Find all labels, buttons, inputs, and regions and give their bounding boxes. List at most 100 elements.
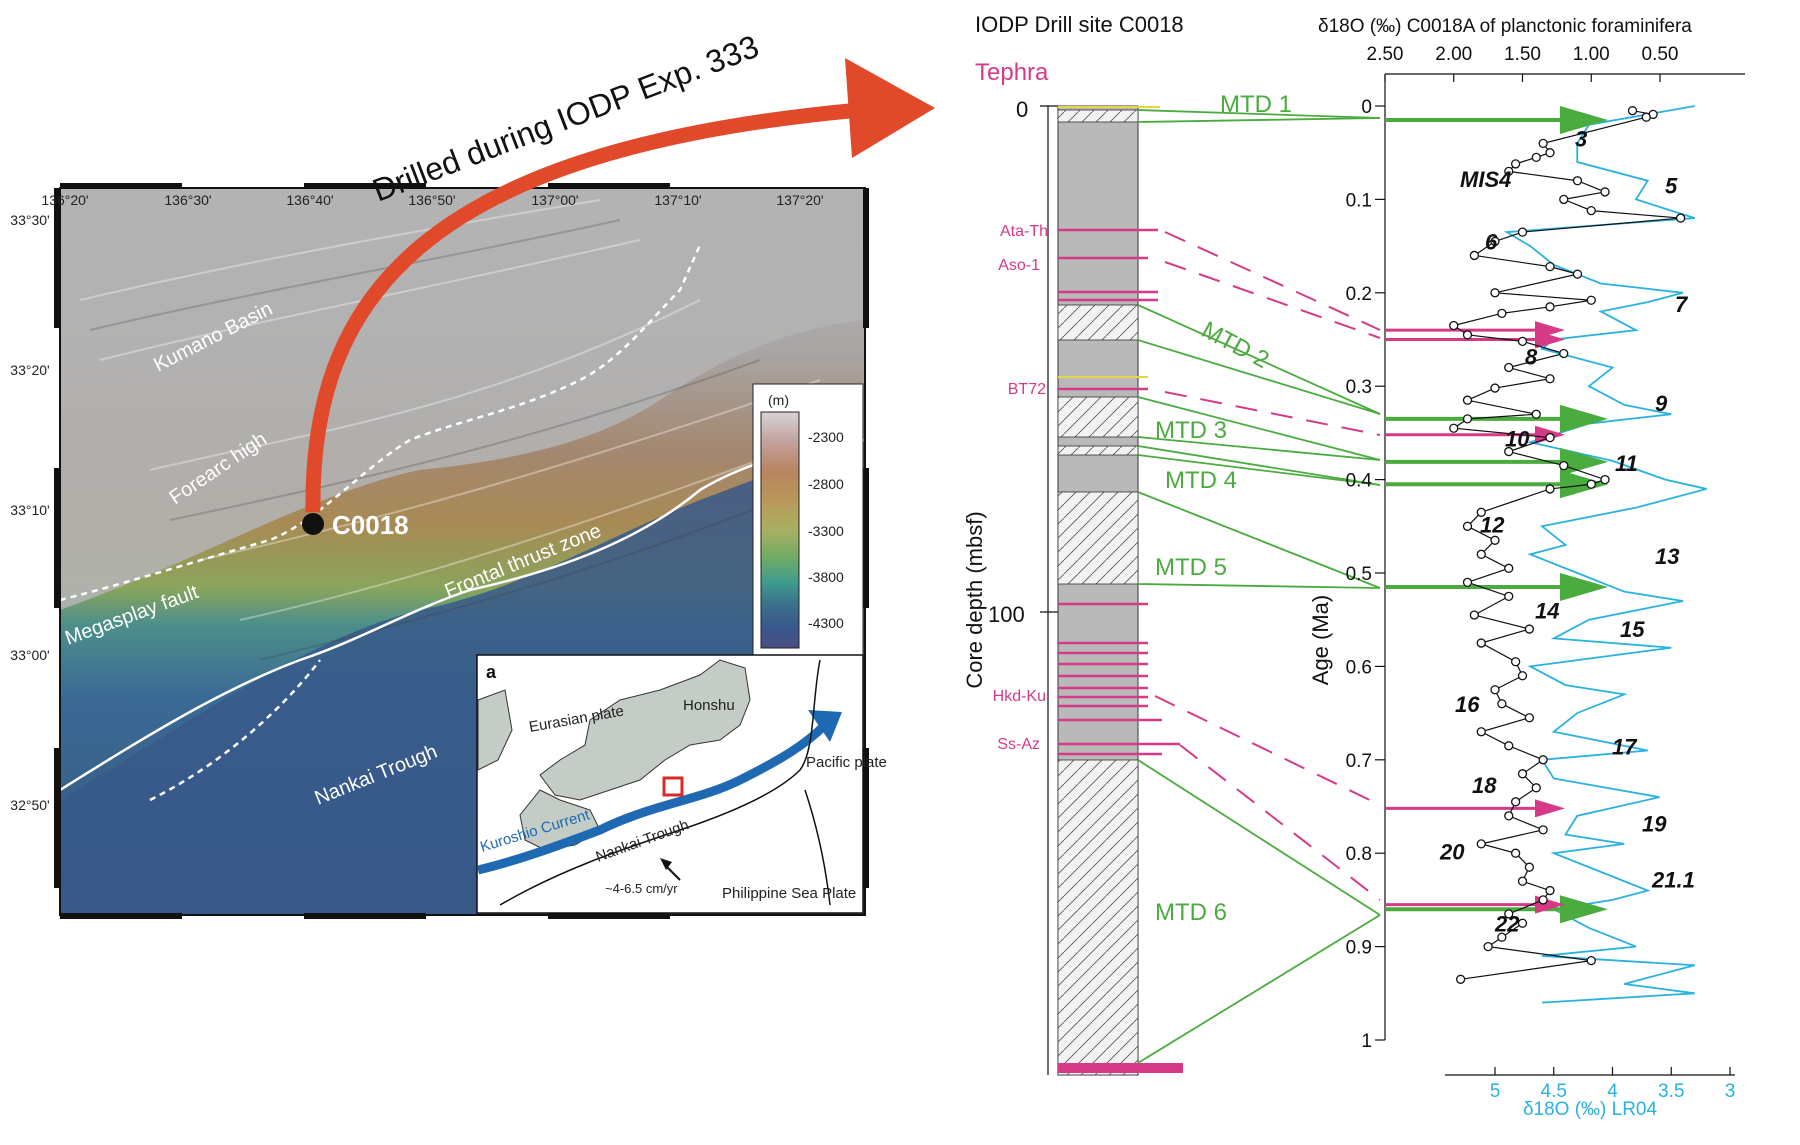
- mis-label: 15: [1620, 617, 1645, 642]
- tephra-layers: [1058, 228, 1180, 756]
- c0018a-point: [1517, 227, 1528, 237]
- mis-label: 8: [1525, 344, 1538, 369]
- c0018a-point: [1449, 320, 1459, 331]
- age-tick-label: 0.6: [1346, 657, 1372, 678]
- c0018a-point: [1476, 507, 1486, 517]
- mis-label: 12: [1480, 512, 1505, 537]
- age-tick-label: 0.5: [1346, 564, 1372, 585]
- lon-tick: 136°20': [41, 192, 88, 208]
- c0018a-point: [1504, 591, 1514, 601]
- frontal-thrust-line: [59, 438, 866, 792]
- mis-label: 9: [1655, 391, 1668, 416]
- age-tick-label: 0.3: [1346, 377, 1372, 398]
- tephra-label: BT72: [1008, 381, 1046, 398]
- lon-tick: 136°30': [164, 192, 211, 208]
- c0018a-point: [1586, 479, 1596, 489]
- c0018a-point: [1517, 876, 1528, 886]
- c0018a-point: [1476, 638, 1486, 648]
- mtd-arrow-head: [1560, 404, 1608, 433]
- tephra-correlations: [1154, 231, 1381, 901]
- trough-dashed-line: [149, 659, 321, 802]
- c0018a-point: [1517, 336, 1528, 347]
- drilled-arrowhead: [845, 58, 935, 158]
- mis-label: 13: [1655, 544, 1679, 569]
- c0018a-point: [1572, 176, 1583, 186]
- mtd-hatch-2: [1057, 304, 1139, 341]
- c0018a-point: [1462, 395, 1473, 405]
- bottom-axis-title: δ18O (‰) LR04: [1523, 1099, 1658, 1120]
- c0018a-point: [1510, 797, 1521, 807]
- c0018a-point: [1538, 825, 1548, 835]
- map-left-tick-labels: 33°30' 33°20' 33°10' 33°00' 32°50': [10, 212, 49, 813]
- mtd-hatch-5: [1057, 491, 1139, 585]
- c0018a-point: [1490, 383, 1500, 393]
- c0018a-point: [1510, 657, 1521, 667]
- drilled-arrow: [305, 102, 861, 513]
- mtd-arrow-head: [1560, 106, 1608, 135]
- lr04-series-line: [1503, 105, 1707, 1004]
- c0018a-point: [1586, 205, 1596, 216]
- c0018a-point: [1449, 423, 1459, 433]
- c0018a-point: [1462, 330, 1473, 340]
- trench-line: [499, 659, 821, 906]
- rate-label: ~4-6.5 cm/yr: [605, 881, 678, 896]
- c0018a-point: [1586, 295, 1596, 305]
- mis-label: 6: [1485, 229, 1498, 254]
- lon-tick: 137°10': [654, 192, 701, 208]
- tephra-label: Aso-1: [998, 257, 1040, 274]
- mtd-correlations: [1137, 109, 1381, 1064]
- mis-label: 19: [1642, 811, 1667, 836]
- depth-axis-label: Core depth (mbsf): [962, 511, 987, 688]
- bottom-tick-label: 4: [1607, 1081, 1618, 1102]
- tephra-label: Hkd-Ku: [993, 688, 1046, 705]
- c0018a-point: [1627, 106, 1638, 116]
- mis-label: 17: [1612, 735, 1638, 760]
- tephra-arrow-head: [1535, 799, 1565, 818]
- core-base-tephra: [1058, 1063, 1183, 1073]
- lon-tick: 136°50': [408, 192, 455, 208]
- c0018a-point: [1497, 932, 1507, 942]
- age-tick-label: 0.4: [1346, 471, 1373, 492]
- c0018a-point: [1524, 862, 1535, 872]
- c0018a-point: [1600, 474, 1610, 485]
- tephra-heading: Tephra: [975, 59, 1049, 86]
- age-tick-label: 0.8: [1346, 844, 1372, 865]
- c0018a-point: [1490, 685, 1500, 695]
- mtd-label: MTD 5: [1155, 554, 1227, 581]
- trench-line-east: [804, 789, 831, 906]
- mtd-arrow-head: [1560, 470, 1608, 499]
- age-axis-label: Age (Ma): [1308, 595, 1333, 685]
- mtd-arrow-head: [1560, 447, 1608, 476]
- mis-label: 7: [1675, 292, 1689, 317]
- mtd-label: MTD 4: [1165, 467, 1237, 494]
- mis-label: 5: [1665, 173, 1678, 198]
- c0018a-point: [1517, 671, 1528, 681]
- depth-legend: (m) -2300 -2800 -3300 -3800 -4300: [752, 383, 864, 657]
- c0018a-point: [1524, 713, 1535, 723]
- c0018a-point: [1545, 484, 1555, 494]
- honshu-label: Honshu: [683, 697, 735, 714]
- mis-label: 16: [1455, 692, 1480, 717]
- c0018a-point: [1510, 159, 1521, 169]
- age-tick-label: 0.9: [1346, 938, 1372, 959]
- core-title: IODP Drill site C0018: [975, 12, 1184, 37]
- tephra-label: Ss-Az: [997, 736, 1040, 753]
- c0018a-point: [1538, 895, 1548, 905]
- tephra-arrow-head: [1535, 330, 1565, 349]
- mis-label: 10: [1505, 427, 1530, 452]
- c0018a-point: [1504, 741, 1514, 751]
- lat-tick: 33°30': [10, 212, 49, 228]
- c0018a-point: [1504, 166, 1514, 177]
- c0018a-point: [1497, 699, 1507, 709]
- c0018a-point: [1545, 302, 1555, 312]
- legend-value: -2300: [808, 429, 844, 445]
- korea-landmass: [477, 689, 513, 771]
- mtd-hatch-3: [1057, 396, 1139, 438]
- c0018a-point: [1559, 460, 1569, 471]
- kuroshio-current-arrow: [476, 721, 829, 875]
- c0018a-point: [1531, 783, 1541, 793]
- age-tick-label: 1: [1361, 1031, 1372, 1052]
- c0018a-point: [1469, 250, 1480, 261]
- drill-site-label: C0018: [332, 510, 409, 540]
